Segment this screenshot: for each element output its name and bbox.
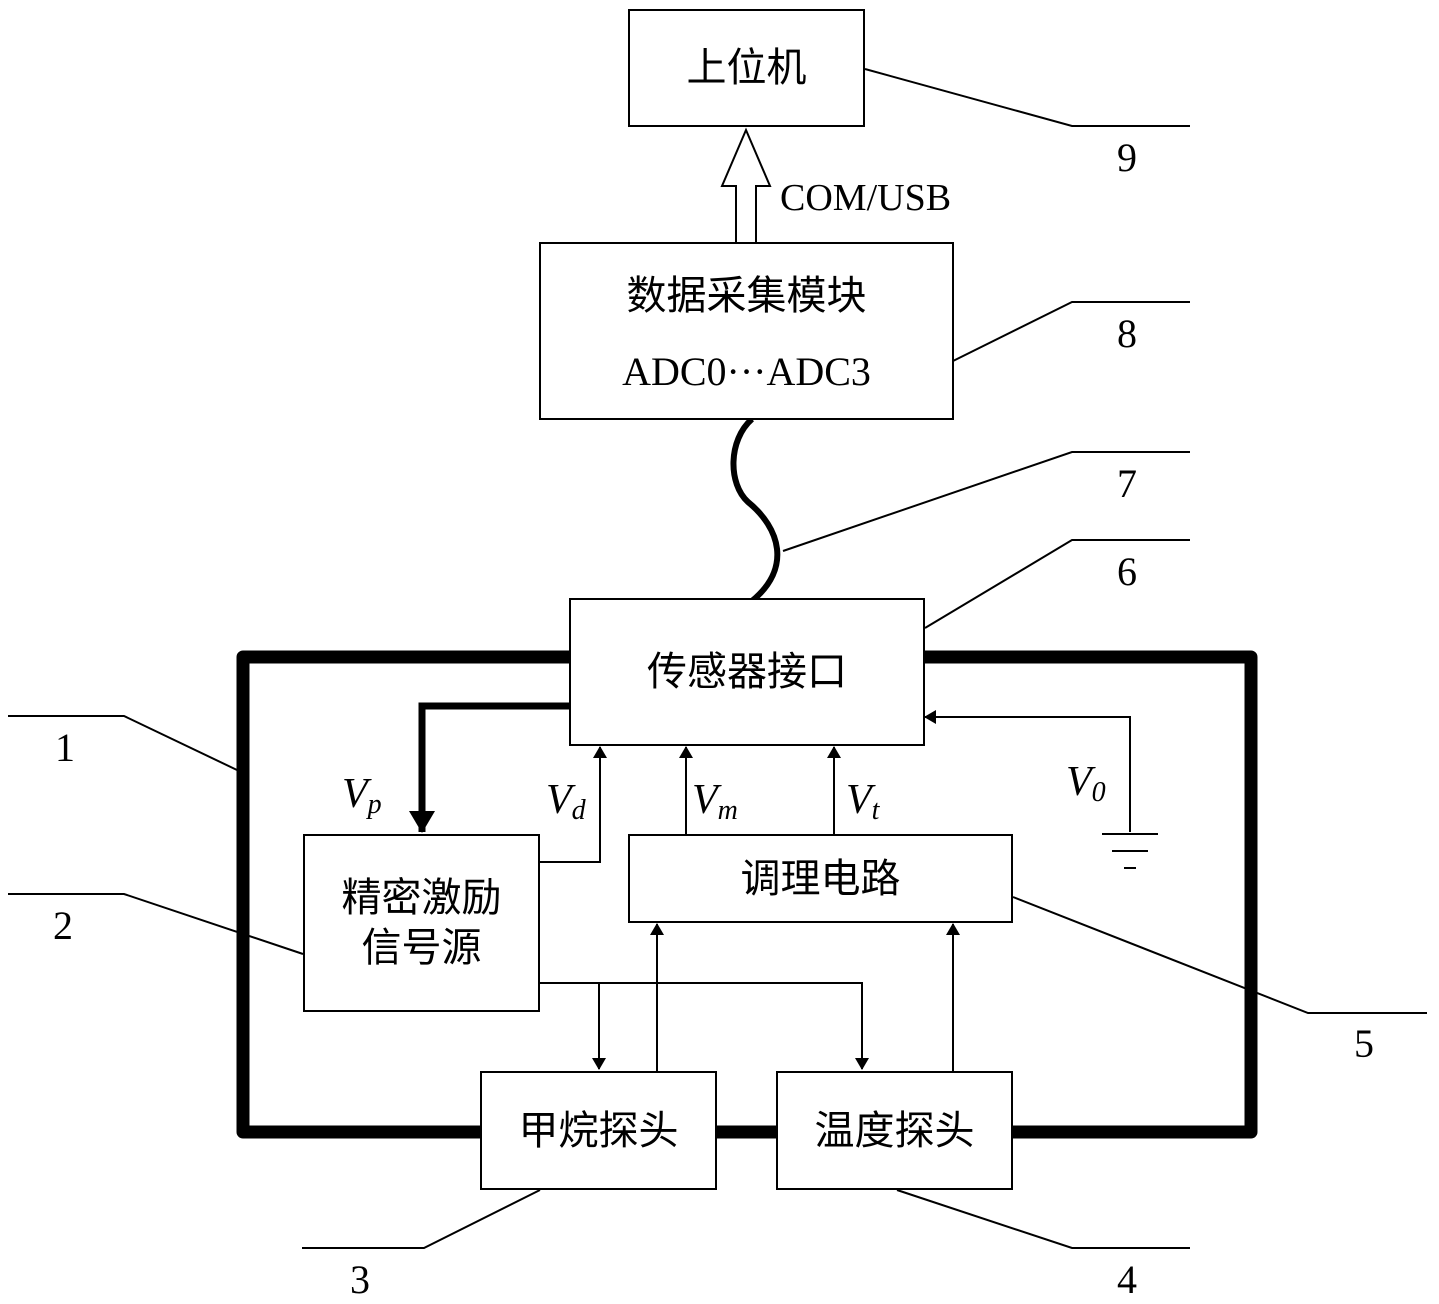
callout-3: 3 [350,1256,370,1303]
signal-vt-base: V [846,777,872,823]
callout-8-leader [953,302,1190,361]
temperature-probe-box: 温度探头 [776,1071,1013,1190]
signal-vp-base: V [342,771,368,817]
signal-v0: V0 [1066,758,1106,806]
signal-v0-sub: 0 [1092,777,1106,808]
callout-3-leader [302,1190,540,1248]
callout-4: 4 [1117,1256,1137,1303]
host-computer-box: 上位机 [628,9,865,127]
cable [733,419,777,601]
signal-vt: Vt [846,776,879,824]
callout-6-leader [925,540,1190,628]
excitation-source-box: 精密激励 信号源 [303,834,540,1012]
callout-4-leader [897,1190,1190,1248]
signal-vm-base: V [692,777,718,823]
signal-vp-sub: p [368,789,382,820]
signal-vd: Vd [546,776,586,824]
signal-vd-base: V [546,777,572,823]
signal-vm-sub: m [718,795,738,826]
methane-probe-label: 甲烷探头 [519,1106,679,1156]
callout-1: 1 [55,724,75,771]
signal-v0-base: V [1066,759,1092,805]
conditioning-circuit-label: 调理电路 [741,854,901,904]
callout-7: 7 [1117,460,1137,507]
excitation-source-line1: 精密激励 [342,873,502,923]
signal-vm: Vm [692,776,738,824]
callout-8: 8 [1117,310,1137,357]
data-acquisition-module-box: 数据采集模块 ADC0···ADC3 [539,242,954,420]
com-usb-label: COM/USB [780,176,951,220]
callout-5-leader [1013,897,1427,1013]
ground-symbol [1102,834,1158,868]
host-computer-label: 上位机 [687,43,807,93]
callout-6: 6 [1117,548,1137,595]
signal-vd-sub: d [572,795,586,826]
data-acquisition-title: 数据采集模块 [627,271,867,321]
signal-vt-sub: t [872,795,880,826]
callout-9: 9 [1117,134,1137,181]
temperature-probe-label: 温度探头 [815,1106,975,1156]
excitation-to-temperature-arrow [599,983,862,1069]
callout-1-leader [8,716,237,770]
signal-vp: Vp [342,770,382,818]
adc-channels-label: ADC0···ADC3 [622,347,871,397]
excitation-source-line2: 信号源 [362,923,482,973]
callout-5: 5 [1354,1020,1374,1067]
excitation-to-methane-arrow [540,983,599,1069]
sensor-interface-label: 传感器接口 [647,647,847,697]
callout-2: 2 [53,902,73,949]
methane-probe-box: 甲烷探头 [480,1071,717,1190]
callout-9-leader [865,69,1190,126]
conditioning-circuit-box: 调理电路 [628,834,1013,923]
sensor-interface-box: 传感器接口 [569,598,925,746]
com-usb-bus-arrow [722,130,770,242]
